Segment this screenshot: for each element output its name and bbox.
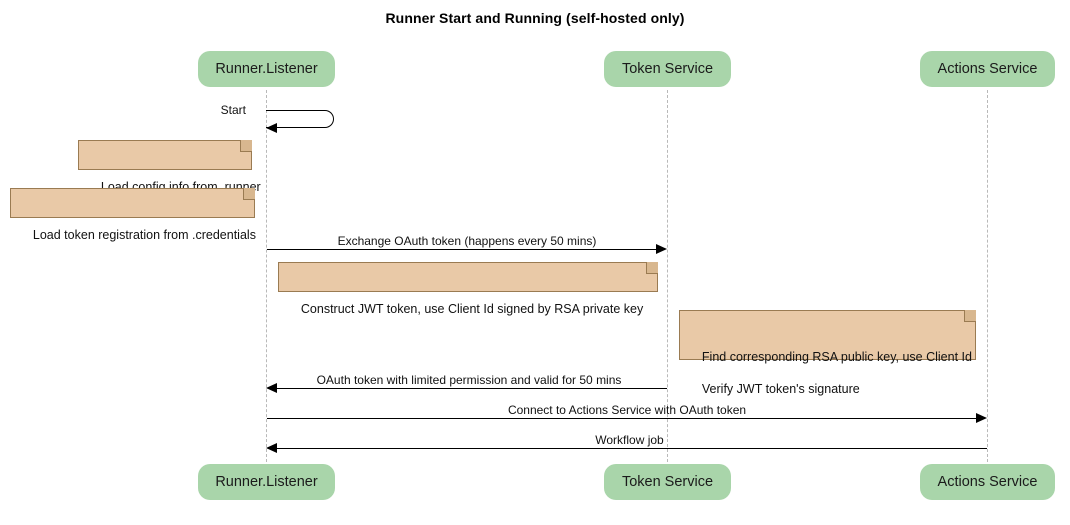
participant-actions-bottom[interactable]: Actions Service <box>920 464 1055 500</box>
participant-actions-top-label: Actions Service <box>937 61 1038 77</box>
note-verify-jwt: Find corresponding RSA public key, use C… <box>679 310 976 396</box>
message-start-label: Start <box>220 103 246 117</box>
message-workflow-label: Workflow job <box>595 433 664 447</box>
participant-token-bottom-label: Token Service <box>621 474 714 490</box>
participant-runner-bottom[interactable]: Runner.Listener <box>198 464 335 500</box>
note-verify-jwt-line1: Find corresponding RSA public key, use C… <box>701 350 972 364</box>
participant-token-top[interactable]: Token Service <box>604 51 731 87</box>
message-exchange-label: Exchange OAuth token (happens every 50 m… <box>337 234 597 248</box>
note-construct-jwt: Construct JWT token, use Client Id signe… <box>278 262 658 316</box>
participant-token-top-label: Token Service <box>621 61 714 77</box>
message-oauth-token-label: OAuth token with limited permission and … <box>316 373 622 387</box>
message-oauth-token-arrowhead <box>266 383 277 393</box>
message-start-arrowhead <box>266 123 277 133</box>
participant-token-bottom[interactable]: Token Service <box>604 464 731 500</box>
note-load-credentials: Load token registration from .credential… <box>10 188 256 242</box>
message-start-loop <box>266 110 334 128</box>
lifeline-actions <box>987 90 988 462</box>
message-workflow-arrowhead <box>266 443 277 453</box>
note-verify-jwt-line2: Verify JWT token's signature <box>701 382 860 396</box>
participant-actions-top[interactable]: Actions Service <box>920 51 1055 87</box>
message-exchange-arrowhead <box>656 244 667 254</box>
message-workflow-line <box>272 448 987 449</box>
participant-runner-top-label: Runner.Listener <box>215 61 318 77</box>
participant-runner-bottom-label: Runner.Listener <box>215 474 318 490</box>
lifeline-runner <box>266 90 267 462</box>
note-fold-icon <box>240 140 252 152</box>
message-connect-label: Connect to Actions Service with OAuth to… <box>507 403 747 417</box>
message-connect-line <box>267 418 981 419</box>
note-fold-icon <box>646 262 658 274</box>
diagram-title: Runner Start and Running (self-hosted on… <box>385 10 685 26</box>
note-load-config: Load config info from .runner <box>78 140 261 194</box>
participant-actions-bottom-label: Actions Service <box>937 474 1038 490</box>
lifeline-token <box>667 90 668 462</box>
message-exchange-line <box>267 249 661 250</box>
participant-runner-top[interactable]: Runner.Listener <box>198 51 335 87</box>
message-oauth-token-line <box>272 388 667 389</box>
note-fold-icon <box>243 188 255 200</box>
note-construct-jwt-text: Construct JWT token, use Client Id signe… <box>300 302 644 316</box>
message-connect-arrowhead <box>976 413 987 423</box>
note-fold-icon <box>964 310 976 322</box>
note-load-credentials-text: Load token registration from .credential… <box>32 228 256 242</box>
